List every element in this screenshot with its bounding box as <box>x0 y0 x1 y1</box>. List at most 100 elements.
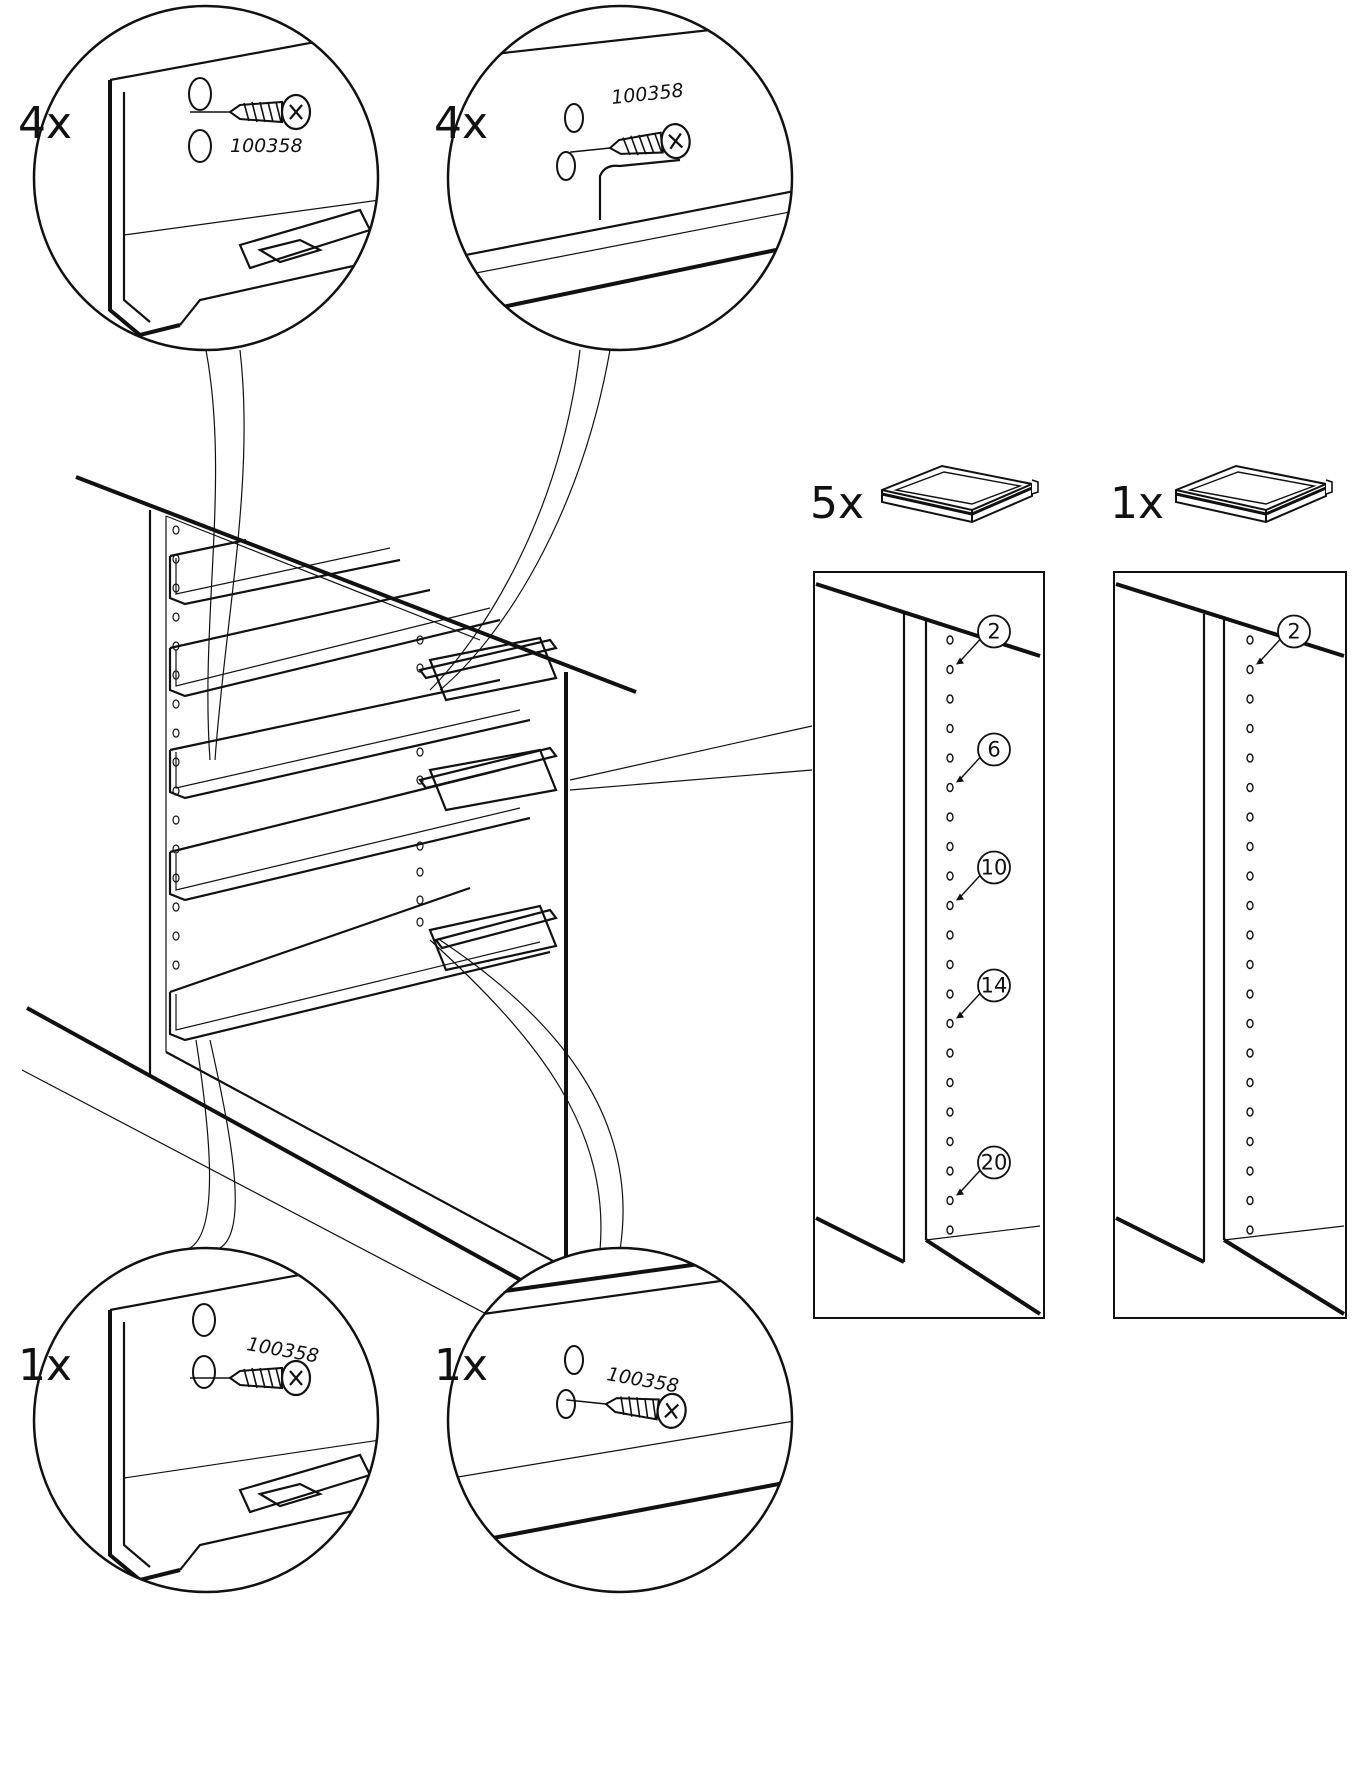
hole-number-bubble <box>977 614 1011 649</box>
arrow <box>957 1170 981 1195</box>
hole <box>416 635 424 645</box>
drawer-rail <box>168 678 558 812</box>
hole <box>172 844 180 854</box>
arrow <box>1257 639 1281 664</box>
hole <box>172 612 180 622</box>
drawer-icon <box>880 464 1040 524</box>
hole-number: 2 <box>987 620 1000 644</box>
drawer-rail <box>168 886 558 1042</box>
hole <box>946 1195 954 1206</box>
hole <box>1246 841 1254 852</box>
arrow <box>957 639 981 664</box>
detail-panel-1x: 2 <box>1113 571 1347 1319</box>
hole <box>1246 989 1254 999</box>
cabinet-frame <box>21 475 651 1401</box>
hole <box>946 1077 954 1088</box>
hole-column <box>1246 635 1254 1235</box>
drawer-rails <box>168 538 558 1042</box>
quantity-label: 1x <box>1110 478 1164 529</box>
hole-number-bubble <box>977 1145 1011 1180</box>
arrow-head <box>956 657 964 665</box>
hole-column <box>946 635 954 1235</box>
quantity-label: 4x <box>434 98 488 149</box>
hole-number-bubble <box>977 968 1011 1003</box>
hole-number-labels: 2 6 10 14 20 <box>956 614 1011 1196</box>
hole <box>172 699 180 709</box>
arrow-head <box>1256 657 1264 665</box>
hole <box>416 867 424 877</box>
hole <box>1246 930 1254 940</box>
arrow-head <box>956 775 964 783</box>
hole <box>172 554 180 564</box>
hole <box>172 873 180 883</box>
hole <box>172 902 180 912</box>
drawer-option-1x: 1x <box>1110 464 1334 529</box>
hole <box>946 812 954 822</box>
hole <box>1246 959 1254 970</box>
quantity-label: 5x <box>810 478 864 529</box>
hole-number-bubble <box>977 850 1011 885</box>
hole <box>172 525 180 535</box>
system-holes <box>172 525 424 970</box>
hole <box>946 959 954 970</box>
hole <box>946 871 954 881</box>
hole-number: 10 <box>981 856 1008 880</box>
hole <box>172 728 180 738</box>
hole <box>172 815 180 825</box>
quantity-label: 1x <box>434 1340 488 1391</box>
hole <box>946 1225 954 1235</box>
hole <box>1246 871 1254 881</box>
drawer-rail <box>168 588 558 702</box>
arrow <box>957 757 981 782</box>
hole <box>1246 1077 1254 1088</box>
leader-lines <box>189 349 813 1251</box>
quantity-label: 4x <box>18 98 72 149</box>
hole <box>1246 782 1254 793</box>
hole <box>416 747 424 757</box>
hole-number: 6 <box>987 738 1000 762</box>
hole <box>172 641 180 651</box>
callout-bottom-left: 1x 100358 <box>18 1246 380 1594</box>
hole <box>172 670 180 680</box>
hole <box>1246 1166 1254 1176</box>
callout-bottom-right: 1x 100358 <box>434 1246 794 1594</box>
hole <box>946 1048 954 1058</box>
hole <box>1246 1136 1254 1147</box>
hole-number: 20 <box>981 1151 1008 1175</box>
hole <box>1246 635 1254 645</box>
callout-top-right: 4x 100358 <box>434 4 794 352</box>
hole <box>946 635 954 645</box>
hole <box>946 900 954 911</box>
hole-number-labels: 2 <box>1256 614 1311 665</box>
drawer-icon <box>1174 464 1334 524</box>
hole <box>946 1107 954 1117</box>
hole <box>1246 1107 1254 1117</box>
part-number: 100358 <box>230 135 303 157</box>
detail-panel-5x: 2 6 10 14 20 <box>813 571 1045 1319</box>
hole <box>416 895 424 905</box>
hole <box>946 664 954 675</box>
hole <box>416 663 424 673</box>
hole <box>416 917 424 927</box>
hole <box>1246 664 1254 675</box>
hole <box>946 841 954 852</box>
hole <box>172 583 180 593</box>
hole <box>1246 1195 1254 1206</box>
hole <box>1246 723 1254 734</box>
hole <box>172 931 180 941</box>
callout-top-left: 4x 100358 <box>18 4 380 352</box>
hole <box>946 1136 954 1147</box>
arrow <box>957 993 981 1018</box>
hole <box>1246 900 1254 911</box>
arrow-head <box>956 1188 964 1196</box>
hole-number: 14 <box>981 974 1008 998</box>
hole <box>172 757 180 767</box>
quantity-label: 1x <box>18 1340 72 1391</box>
hole <box>946 694 954 704</box>
hole <box>946 1018 954 1029</box>
drawer-option-5x: 5x <box>810 464 1040 529</box>
arrow <box>957 875 981 900</box>
hole <box>946 782 954 793</box>
hole <box>416 841 424 851</box>
